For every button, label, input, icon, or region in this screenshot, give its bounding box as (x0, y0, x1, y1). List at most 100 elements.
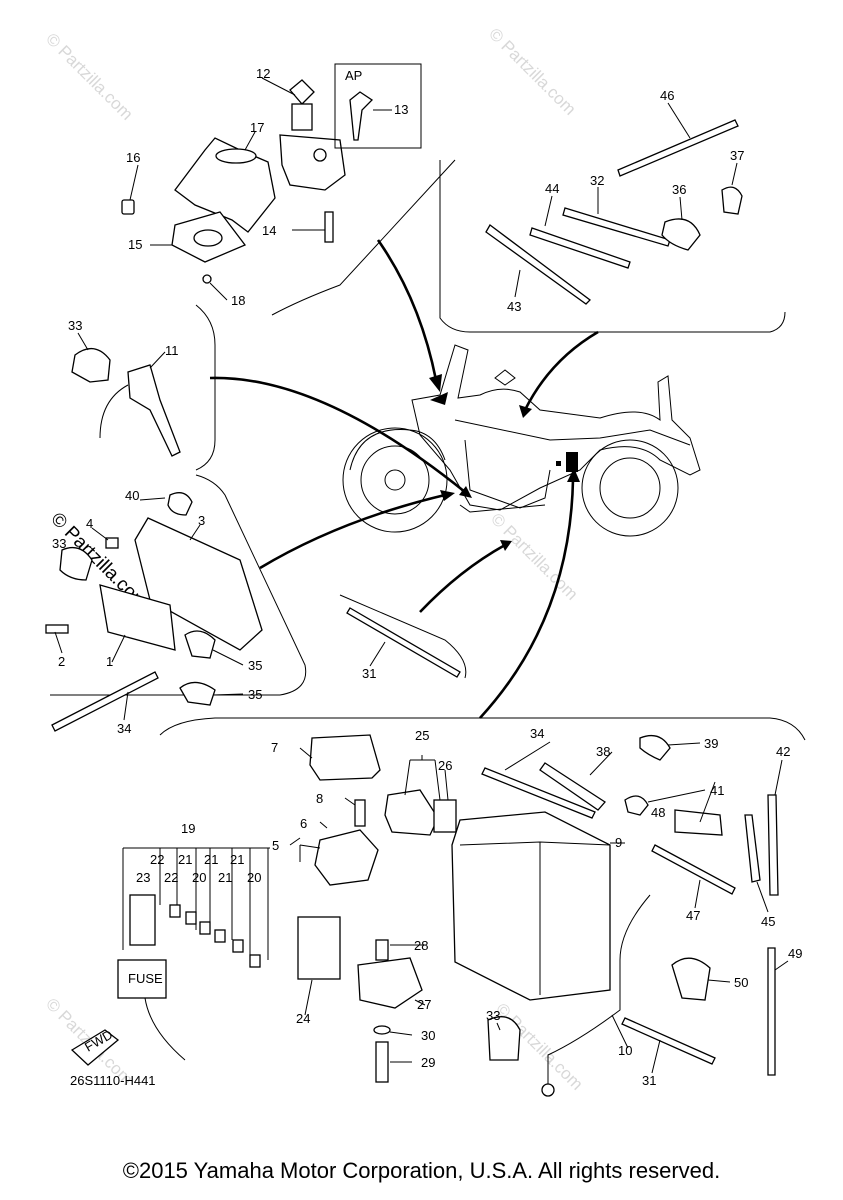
cable-tie-31-b (621, 1017, 716, 1065)
callout-11: 11 (165, 343, 179, 358)
callout-6: 6 (300, 816, 307, 831)
key-part-12 (289, 79, 315, 105)
main-fuse-box (117, 959, 167, 999)
callout-22-b: 22 (164, 870, 178, 885)
copyright-notice: ©2015 Yamaha Motor Corporation, U.S.A. A… (122, 1158, 721, 1183)
electrical-components-group: FUSE FWD (70, 734, 789, 1097)
horn-group (71, 332, 181, 457)
callout-40: 40 (125, 488, 139, 503)
clamp-36 (661, 218, 701, 251)
callout-21-b: 21 (204, 852, 218, 867)
callout-33-b: 33 (52, 536, 66, 551)
cable-tie-32 (562, 207, 671, 247)
callout-10: 10 (618, 1043, 632, 1058)
callout-46: 46 (660, 88, 674, 103)
callout-31-b: 31 (642, 1073, 656, 1088)
cable-tie-34 (51, 671, 159, 732)
clip-31-group (346, 607, 461, 678)
ignition-switch-group: AP (121, 63, 422, 301)
clamp-33-c (487, 1016, 521, 1061)
watermark-text: © Partzilla.com (42, 29, 136, 123)
callout-16: 16 (126, 150, 140, 165)
callout-37: 37 (730, 148, 744, 163)
cable-tie-49 (767, 947, 776, 1076)
nut-part-4 (105, 537, 119, 549)
watermark-text: © Partzilla.com (485, 24, 579, 118)
bracket-plate-3 (134, 517, 263, 651)
cable-tie-44 (529, 227, 631, 269)
clamp-37 (721, 186, 743, 215)
callout-21-c: 21 (230, 852, 244, 867)
callout-34: 34 (117, 721, 131, 736)
callout-38: 38 (596, 744, 610, 759)
callout-21-d: 21 (218, 870, 232, 885)
callout-14: 14 (262, 223, 276, 238)
grommet-40 (167, 492, 193, 516)
fuse-box-23 (129, 894, 156, 946)
callout-3: 3 (198, 513, 205, 528)
callout-22: 22 (150, 852, 164, 867)
callout-44: 44 (545, 181, 559, 196)
callout-30: 30 (421, 1028, 435, 1043)
callout-20-b: 20 (247, 870, 261, 885)
key-part-13 (349, 91, 374, 141)
callout-32: 32 (590, 173, 604, 188)
callout-35: 35 (248, 658, 262, 673)
callout-2: 2 (58, 654, 65, 669)
callout-25: 25 (415, 728, 429, 743)
clamp-33 (71, 348, 111, 383)
callout-41: 41 (710, 783, 724, 798)
group-frames (50, 159, 806, 741)
callout-20: 20 (192, 870, 206, 885)
callout-28: 28 (414, 938, 428, 953)
callout-43: 43 (507, 299, 521, 314)
clamp-33-b (59, 546, 93, 581)
cable-tie-45 (744, 814, 761, 883)
ignition-switch (279, 134, 346, 191)
callout-13: 13 (394, 102, 408, 117)
callout-21: 21 (178, 852, 192, 867)
callout-49: 49 (788, 946, 802, 961)
fuse-20-b (249, 954, 261, 968)
callout-8: 8 (316, 791, 323, 806)
bolt-part-16 (121, 199, 135, 215)
cable-tie-43 (485, 224, 591, 305)
rectifier-regulator-1 (99, 584, 176, 651)
clamp-50 (671, 957, 711, 1001)
fuse-20 (199, 921, 211, 935)
cable-tie-47 (651, 844, 736, 895)
bolt-part-2 (45, 624, 69, 634)
watermark-text: © Partzilla.com (487, 509, 581, 603)
battery-9 (451, 811, 611, 1001)
relay-part-25 (384, 789, 439, 836)
clamp-48 (674, 809, 723, 836)
bolt-part-8 (354, 799, 366, 827)
fuse-label: FUSE (128, 971, 163, 986)
relay-part-26 (433, 799, 457, 833)
fuse-21-c (232, 939, 244, 953)
cable-tie-38 (539, 762, 606, 811)
callout-31: 31 (362, 666, 376, 681)
clamp-35 (184, 630, 216, 659)
callout-47: 47 (686, 908, 700, 923)
callout-18: 18 (231, 293, 245, 308)
callout-15: 15 (128, 237, 142, 252)
callout-36: 36 (672, 182, 686, 197)
callout-numbers: 12 13 17 16 15 14 18 46 37 32 44 36 43 3… (52, 66, 802, 1088)
bolt-part-29 (375, 1041, 389, 1083)
cable-tie-31 (346, 607, 461, 678)
ap-inset-box (334, 63, 422, 149)
cover-part-7 (309, 734, 381, 781)
fuse-21 (185, 911, 197, 925)
cable-ties-group (485, 102, 743, 305)
callout-9: 9 (615, 835, 622, 850)
bolt-part-14 (324, 211, 334, 243)
battery-location-mark (566, 452, 578, 472)
callout-33: 33 (68, 318, 82, 333)
callout-45: 45 (761, 914, 775, 929)
rectifier-group (45, 492, 263, 732)
callout-35-b: 35 (248, 687, 262, 702)
callout-1: 1 (106, 654, 113, 669)
callout-34-b: 34 (530, 726, 544, 741)
cable-tie-42 (767, 794, 779, 896)
